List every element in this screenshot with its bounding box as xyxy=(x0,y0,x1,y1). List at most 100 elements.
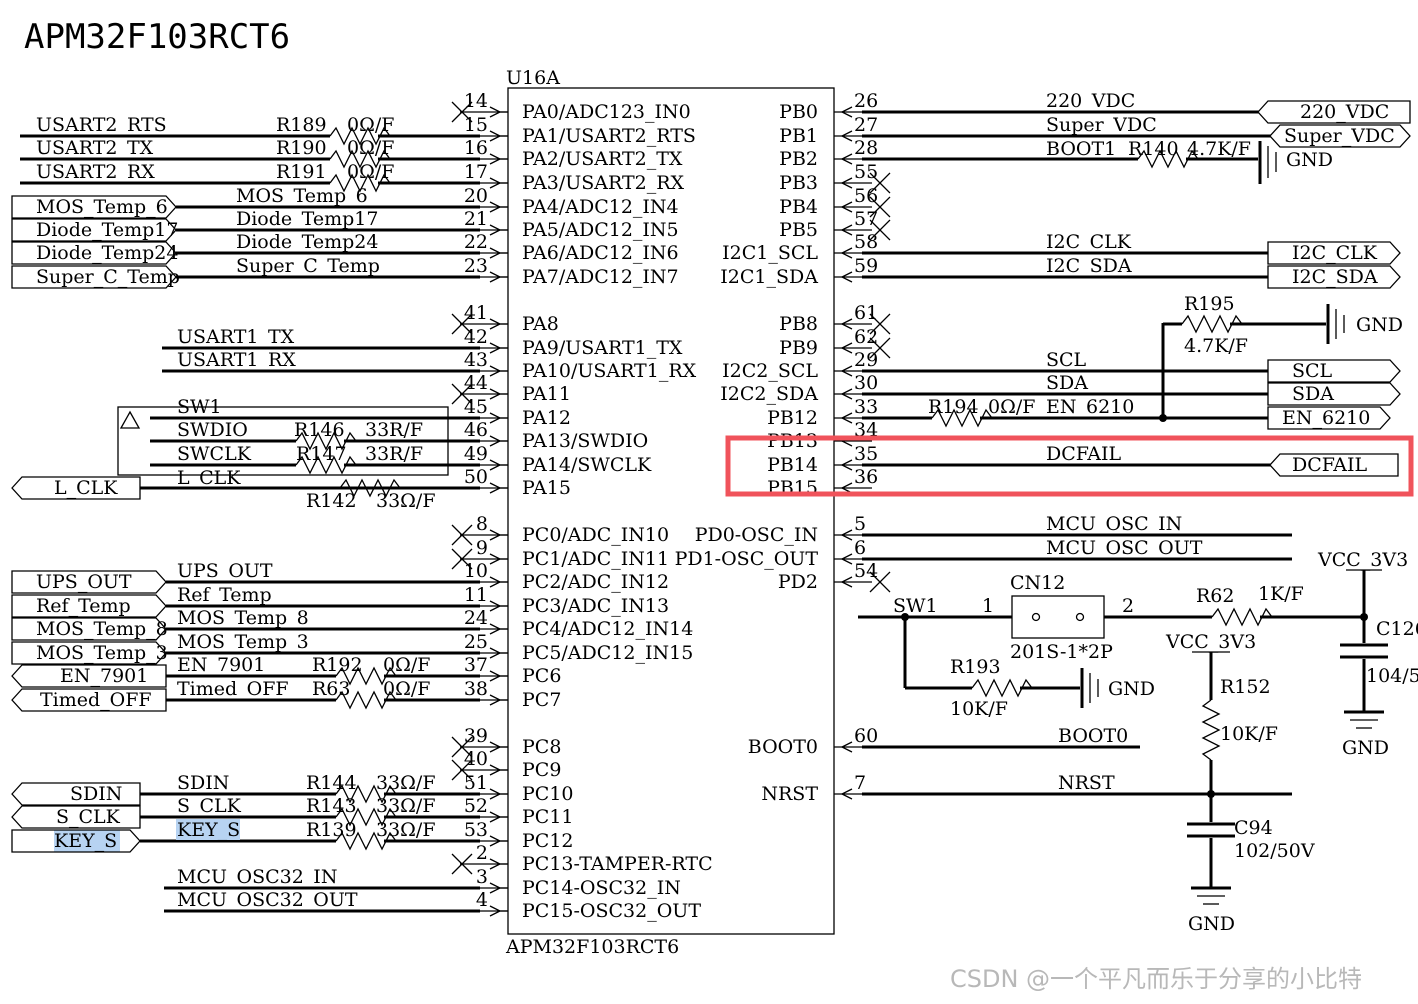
pin-label: PC11 xyxy=(522,806,574,828)
cap-c94-value: 102/50V xyxy=(1234,840,1315,862)
gnd-c94: GND xyxy=(1188,913,1235,935)
highlight-box xyxy=(725,435,1414,497)
pin-number: 20 xyxy=(464,185,488,207)
net-l-clk: L_CLK xyxy=(177,467,241,489)
pin-label: PB9 xyxy=(779,337,818,359)
res-r147-value: 33R/F xyxy=(365,443,423,465)
port-timed-off: Timed_OFF xyxy=(40,689,152,711)
pin-label: PD1-OSC_OUT xyxy=(675,548,819,570)
net-usart2-rts: USART2_RTS xyxy=(36,114,167,136)
net-mos-temp-3: MOS_Temp_3 xyxy=(177,631,309,653)
net-220-vdc: 220_VDC xyxy=(1046,90,1135,112)
pin-number: 29 xyxy=(854,349,878,371)
pin-label: PB4 xyxy=(779,196,818,218)
port-s-clk: S_CLK xyxy=(56,806,121,828)
res-r189-value: 0Ω/F xyxy=(347,114,394,136)
no-connect-mark xyxy=(451,759,473,781)
no-connect-mark xyxy=(451,548,473,570)
pin-number: 5 xyxy=(854,513,866,535)
net-boot1: BOOT1 xyxy=(1046,138,1116,160)
res-r140: R140 xyxy=(1128,138,1179,160)
net-usart1-tx: USART1_TX xyxy=(177,326,295,348)
pin-label: PA10/USART1_RX xyxy=(522,360,697,382)
cn12-pin-2: 2 xyxy=(1122,595,1134,617)
pin-label: PC12 xyxy=(522,830,574,852)
cn12-ref: CN12 xyxy=(1010,572,1065,594)
pin-number: 62 xyxy=(854,326,878,348)
net-en-6210: EN_6210 xyxy=(1046,396,1134,418)
port-en-6210: EN_6210 xyxy=(1282,407,1370,429)
pin-number: 46 xyxy=(464,419,488,441)
res-r143-value: 33Ω/F xyxy=(376,795,436,817)
pin-number: 49 xyxy=(464,443,488,465)
pin-label: PB2 xyxy=(779,148,818,170)
net-mcu-osc-out: MCU_OSC_OUT xyxy=(1046,537,1203,559)
net-mcu-osc32-in: MCU_OSC32_IN xyxy=(177,866,337,888)
no-connect-mark xyxy=(451,101,473,123)
pin-number: 25 xyxy=(464,631,488,653)
port-ref-temp: Ref_Temp xyxy=(36,595,131,617)
pin-label: I2C2_SCL xyxy=(722,360,818,382)
net-i2c-sda: I2C_SDA xyxy=(1046,255,1132,277)
no-connect-mark xyxy=(451,383,473,405)
pin-number: 56 xyxy=(854,185,878,207)
pin-number: 55 xyxy=(854,161,878,183)
net-swclk: SWCLK xyxy=(177,443,252,465)
pin-number: 23 xyxy=(464,255,488,277)
net-sda: SDA xyxy=(1046,372,1088,394)
pin-number: 52 xyxy=(464,795,488,817)
usart2-nets: USART2_RTS USART2_TX USART2_RX R189 R190… xyxy=(20,114,480,193)
switch-section: SW1 1 CN12 201S-1*2P 2 R62 1K/F R193 10K… xyxy=(858,572,1364,720)
pin-label: PD0-OSC_IN xyxy=(695,524,818,546)
res-r62: R62 xyxy=(1196,585,1234,607)
net-usart2-rx: USART2_RX xyxy=(36,161,155,183)
net-timed-off: Timed_OFF xyxy=(177,678,289,700)
pin-label: PC0/ADC_IN10 xyxy=(522,524,669,546)
net-ups-out: UPS_OUT xyxy=(177,560,273,582)
port-super-vdc: Super_VDC xyxy=(1284,125,1395,147)
cap-c126-value: 104/50V xyxy=(1366,665,1418,687)
port-220-vdc: 220_VDC xyxy=(1300,101,1389,123)
net-super-c-temp: Super_C_Temp xyxy=(236,255,380,277)
pin-label: PA15 xyxy=(522,477,571,499)
right-pin-group: 26PB027PB128PB255PB356PB457PB558I2C1_SCL… xyxy=(675,90,891,805)
res-r144-value: 33Ω/F xyxy=(376,772,436,794)
port-mos-temp-3: MOS_Temp_3 xyxy=(36,642,168,664)
pin-number: 21 xyxy=(464,208,488,230)
pin-number: 3 xyxy=(476,866,488,888)
pin-label: I2C1_SDA xyxy=(720,266,818,288)
net-sw1-right: SW1 xyxy=(893,595,938,617)
pin-number: 50 xyxy=(464,466,488,488)
net-swdio: SWDIO xyxy=(177,419,248,441)
pin-number: 41 xyxy=(464,302,488,324)
pin-label: PA7/ADC12_IN7 xyxy=(522,266,679,288)
res-r63-value: 0Ω/F xyxy=(383,678,430,700)
res-r193-value: 10K/F xyxy=(950,698,1008,720)
net-sdin: SDIN xyxy=(177,772,229,794)
pin-label: PB13 xyxy=(767,430,818,452)
net-nrst: NRST xyxy=(1058,772,1115,794)
pin-number: 10 xyxy=(464,560,488,582)
schematic-title: APM32F103RCT6 xyxy=(24,17,290,57)
pin-label: PC9 xyxy=(522,759,561,781)
port-ups-out: UPS_OUT xyxy=(36,571,132,593)
chip-ref: U16A xyxy=(506,67,560,89)
reset-section: VCC_3V3 R152 10K/F BOOT0 NRST C94 102/50… xyxy=(862,631,1315,935)
net-usart1-rx: USART1_RX xyxy=(177,349,296,371)
vcc-c126-section: VCC_3V3 C126 104/50V GND xyxy=(1317,549,1418,759)
no-connect-mark xyxy=(869,313,891,335)
